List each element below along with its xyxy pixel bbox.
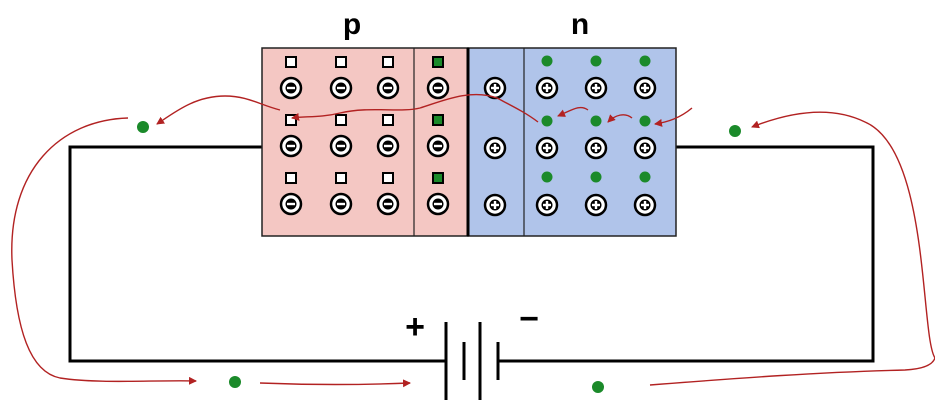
flow-arrow [291, 93, 539, 123]
flow-arrow [654, 107, 693, 127]
hole-icon [335, 172, 347, 184]
donor-ion-icon [535, 76, 559, 100]
flow-arrow [259, 379, 411, 388]
hole-icon [285, 172, 297, 184]
electron-flow-arrows [11, 93, 935, 388]
donor-ion-icon [584, 136, 608, 160]
acceptor-ion-icon [376, 134, 400, 158]
hole-icon [285, 56, 297, 68]
acceptor-ion-icon [376, 192, 400, 216]
donor-ion-icon [633, 76, 657, 100]
acceptor-ion-icon [279, 192, 303, 216]
flow-arrow [751, 111, 935, 359]
flow-arrow [557, 106, 589, 117]
donor-ion-icon [535, 193, 559, 217]
battery-positive-label: + [405, 308, 425, 346]
flow-arrow [11, 117, 197, 385]
filled-hole-icon [432, 56, 444, 68]
hole-icon [335, 114, 347, 126]
donor-ion-icon [483, 136, 507, 160]
circuit-electron-icon [592, 381, 604, 393]
electron-icon [541, 115, 553, 127]
n-region-label: n [571, 8, 589, 41]
acceptor-ion-icon [279, 134, 303, 158]
circuit-wire [68, 145, 875, 363]
donor-ion-icon [584, 193, 608, 217]
circuit-electron-icon [137, 121, 149, 133]
hole-icon [335, 56, 347, 68]
battery [444, 322, 500, 400]
acceptor-ion-icon [426, 76, 450, 100]
electron-icon [639, 115, 651, 127]
hole-icon [285, 114, 297, 126]
acceptor-ion-icon [279, 76, 303, 100]
electron-icon [541, 55, 553, 67]
filled-hole-icon [432, 172, 444, 184]
acceptor-ion-icon [329, 192, 353, 216]
acceptor-ion-icon [426, 134, 450, 158]
acceptor-ion-icon [426, 192, 450, 216]
p-region-label: p [343, 8, 361, 41]
donor-ion-icon [633, 136, 657, 160]
hole-icon [382, 114, 394, 126]
electron-icon [639, 55, 651, 67]
flow-arrow [607, 114, 633, 123]
electron-icon [590, 171, 602, 183]
circuit-electron-icon [229, 376, 241, 388]
battery-negative-label: − [519, 300, 539, 338]
acceptor-ion-icon [376, 76, 400, 100]
acceptor-ion-icon [329, 76, 353, 100]
circuit-electron-icon [729, 125, 741, 137]
flow-arrow [649, 357, 935, 386]
donor-ion-icon [584, 76, 608, 100]
electron-group [137, 55, 741, 393]
filled-hole-group [432, 56, 444, 184]
hole-group [285, 56, 394, 184]
donor-ion-icon [535, 136, 559, 160]
donor-ion-icon [633, 193, 657, 217]
hole-icon [382, 172, 394, 184]
flow-arrow [156, 95, 281, 125]
acceptor-ion-icon [329, 134, 353, 158]
electron-icon [590, 55, 602, 67]
electron-icon [590, 115, 602, 127]
electron-icon [639, 171, 651, 183]
filled-hole-icon [432, 114, 444, 126]
electron-icon [541, 171, 553, 183]
donor-ion-icon [483, 193, 507, 217]
hole-icon [382, 56, 394, 68]
